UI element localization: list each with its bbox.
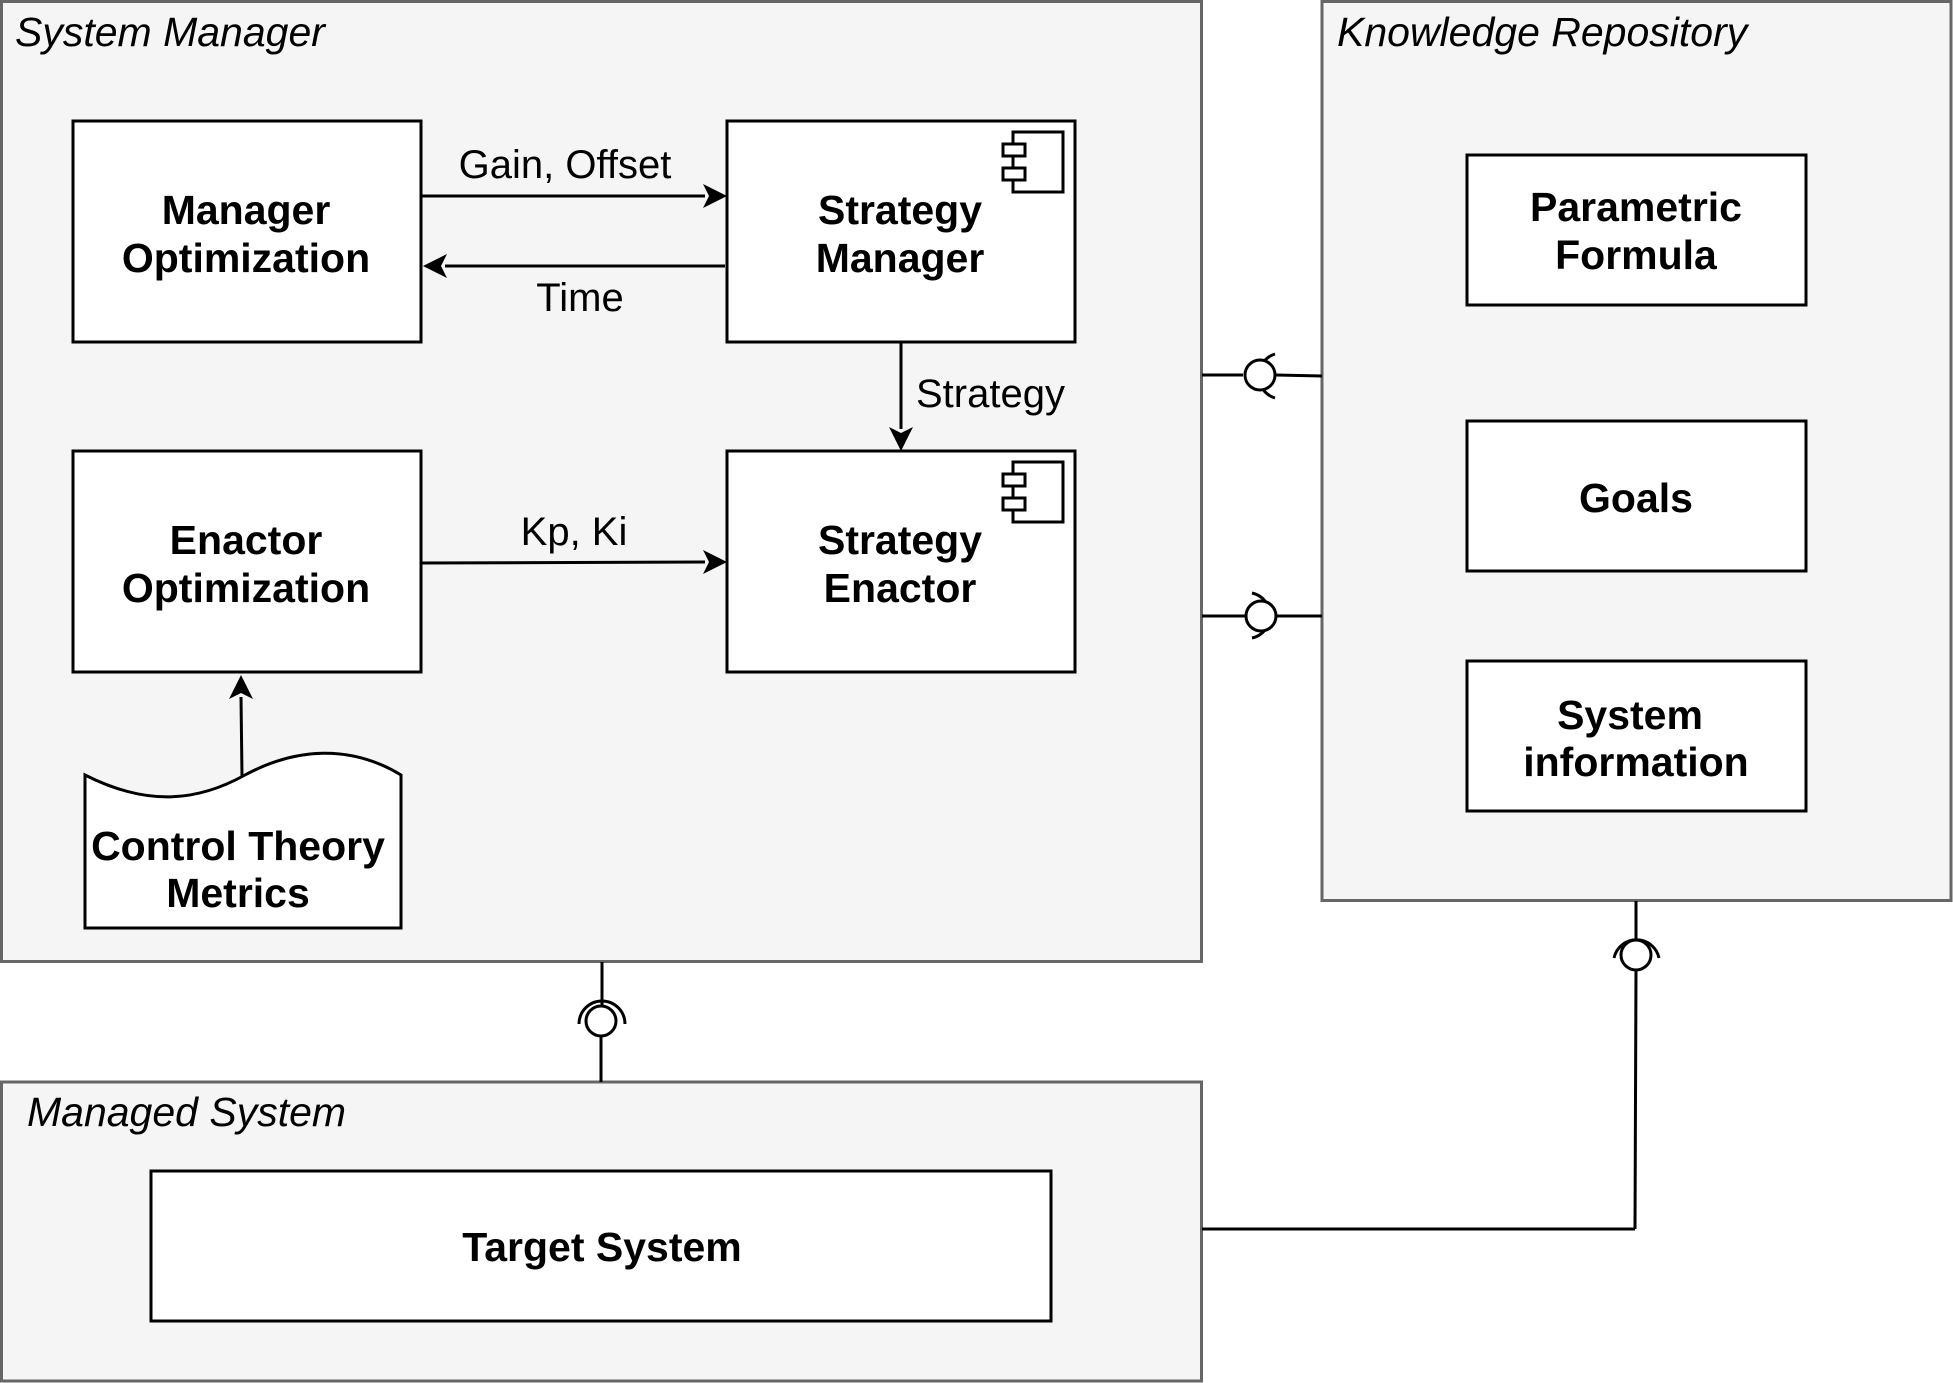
enactor-optimization-box: Enactor Optimization xyxy=(71,449,423,674)
parametric-formula-label-line1: Parametric xyxy=(1530,184,1742,230)
manager-optimization-box: Manager Optimization xyxy=(71,119,423,344)
strategy-label: Strategy xyxy=(916,372,1065,416)
enactor-optimization-label-line1: Enactor xyxy=(170,517,323,563)
target-system-box: Target System xyxy=(149,1169,1053,1323)
component-icon xyxy=(1001,460,1065,524)
system-information-label-line1: System xyxy=(1557,692,1703,738)
interface-icon xyxy=(577,962,627,1082)
interface-icon xyxy=(1202,352,1323,400)
system-manager-title: System Manager xyxy=(15,9,327,55)
system-information-box: System information xyxy=(1465,659,1808,813)
strategy-manager-box: Strategy Manager xyxy=(725,119,1077,344)
strategy-enactor-box: Strategy Enactor xyxy=(725,449,1077,674)
interface-icon xyxy=(1202,591,1322,640)
enactor-optimization-label-line2: Optimization xyxy=(122,565,370,611)
strategy-edge: Strategy xyxy=(889,342,1065,451)
strategy-manager-label-line1: Strategy xyxy=(818,187,982,233)
manager-optimization-label-line2: Optimization xyxy=(122,235,370,281)
time-label: Time xyxy=(536,276,623,320)
gain-offset-edge: Gain, Offset xyxy=(421,143,727,208)
control-theory-metrics-document: Control Theory Metrics xyxy=(83,751,403,930)
parametric-formula-label-line2: Formula xyxy=(1555,232,1718,278)
kp-ki-label: Kp, Ki xyxy=(521,510,628,554)
strategy-enactor-label-line1: Strategy xyxy=(818,517,982,563)
strategy-enactor-label-line2: Enactor xyxy=(824,565,977,611)
target-system-label: Target System xyxy=(462,1224,742,1270)
interface-icon xyxy=(1202,901,1661,1231)
goals-box: Goals xyxy=(1465,419,1808,573)
metrics-to-enactor-optimization-edge xyxy=(229,675,253,777)
parametric-formula-box: Parametric Formula xyxy=(1465,153,1808,307)
control-theory-metrics-label-line2: Metrics xyxy=(166,870,310,916)
manager-optimization-label-line1: Manager xyxy=(162,187,331,233)
control-theory-metrics-label-line1: Control Theory xyxy=(91,823,385,869)
knowledge-repository-title: Knowledge Repository xyxy=(1337,9,1750,55)
strategy-manager-label-line2: Manager xyxy=(816,235,985,281)
component-icon xyxy=(1001,130,1065,194)
system-information-label-line2: information xyxy=(1523,739,1748,785)
goals-label: Goals xyxy=(1579,475,1693,521)
gain-offset-label: Gain, Offset xyxy=(459,143,672,187)
kp-ki-edge: Kp, Ki xyxy=(420,510,727,574)
managed-system-title: Managed System xyxy=(27,1089,346,1135)
time-edge: Time xyxy=(423,254,725,320)
